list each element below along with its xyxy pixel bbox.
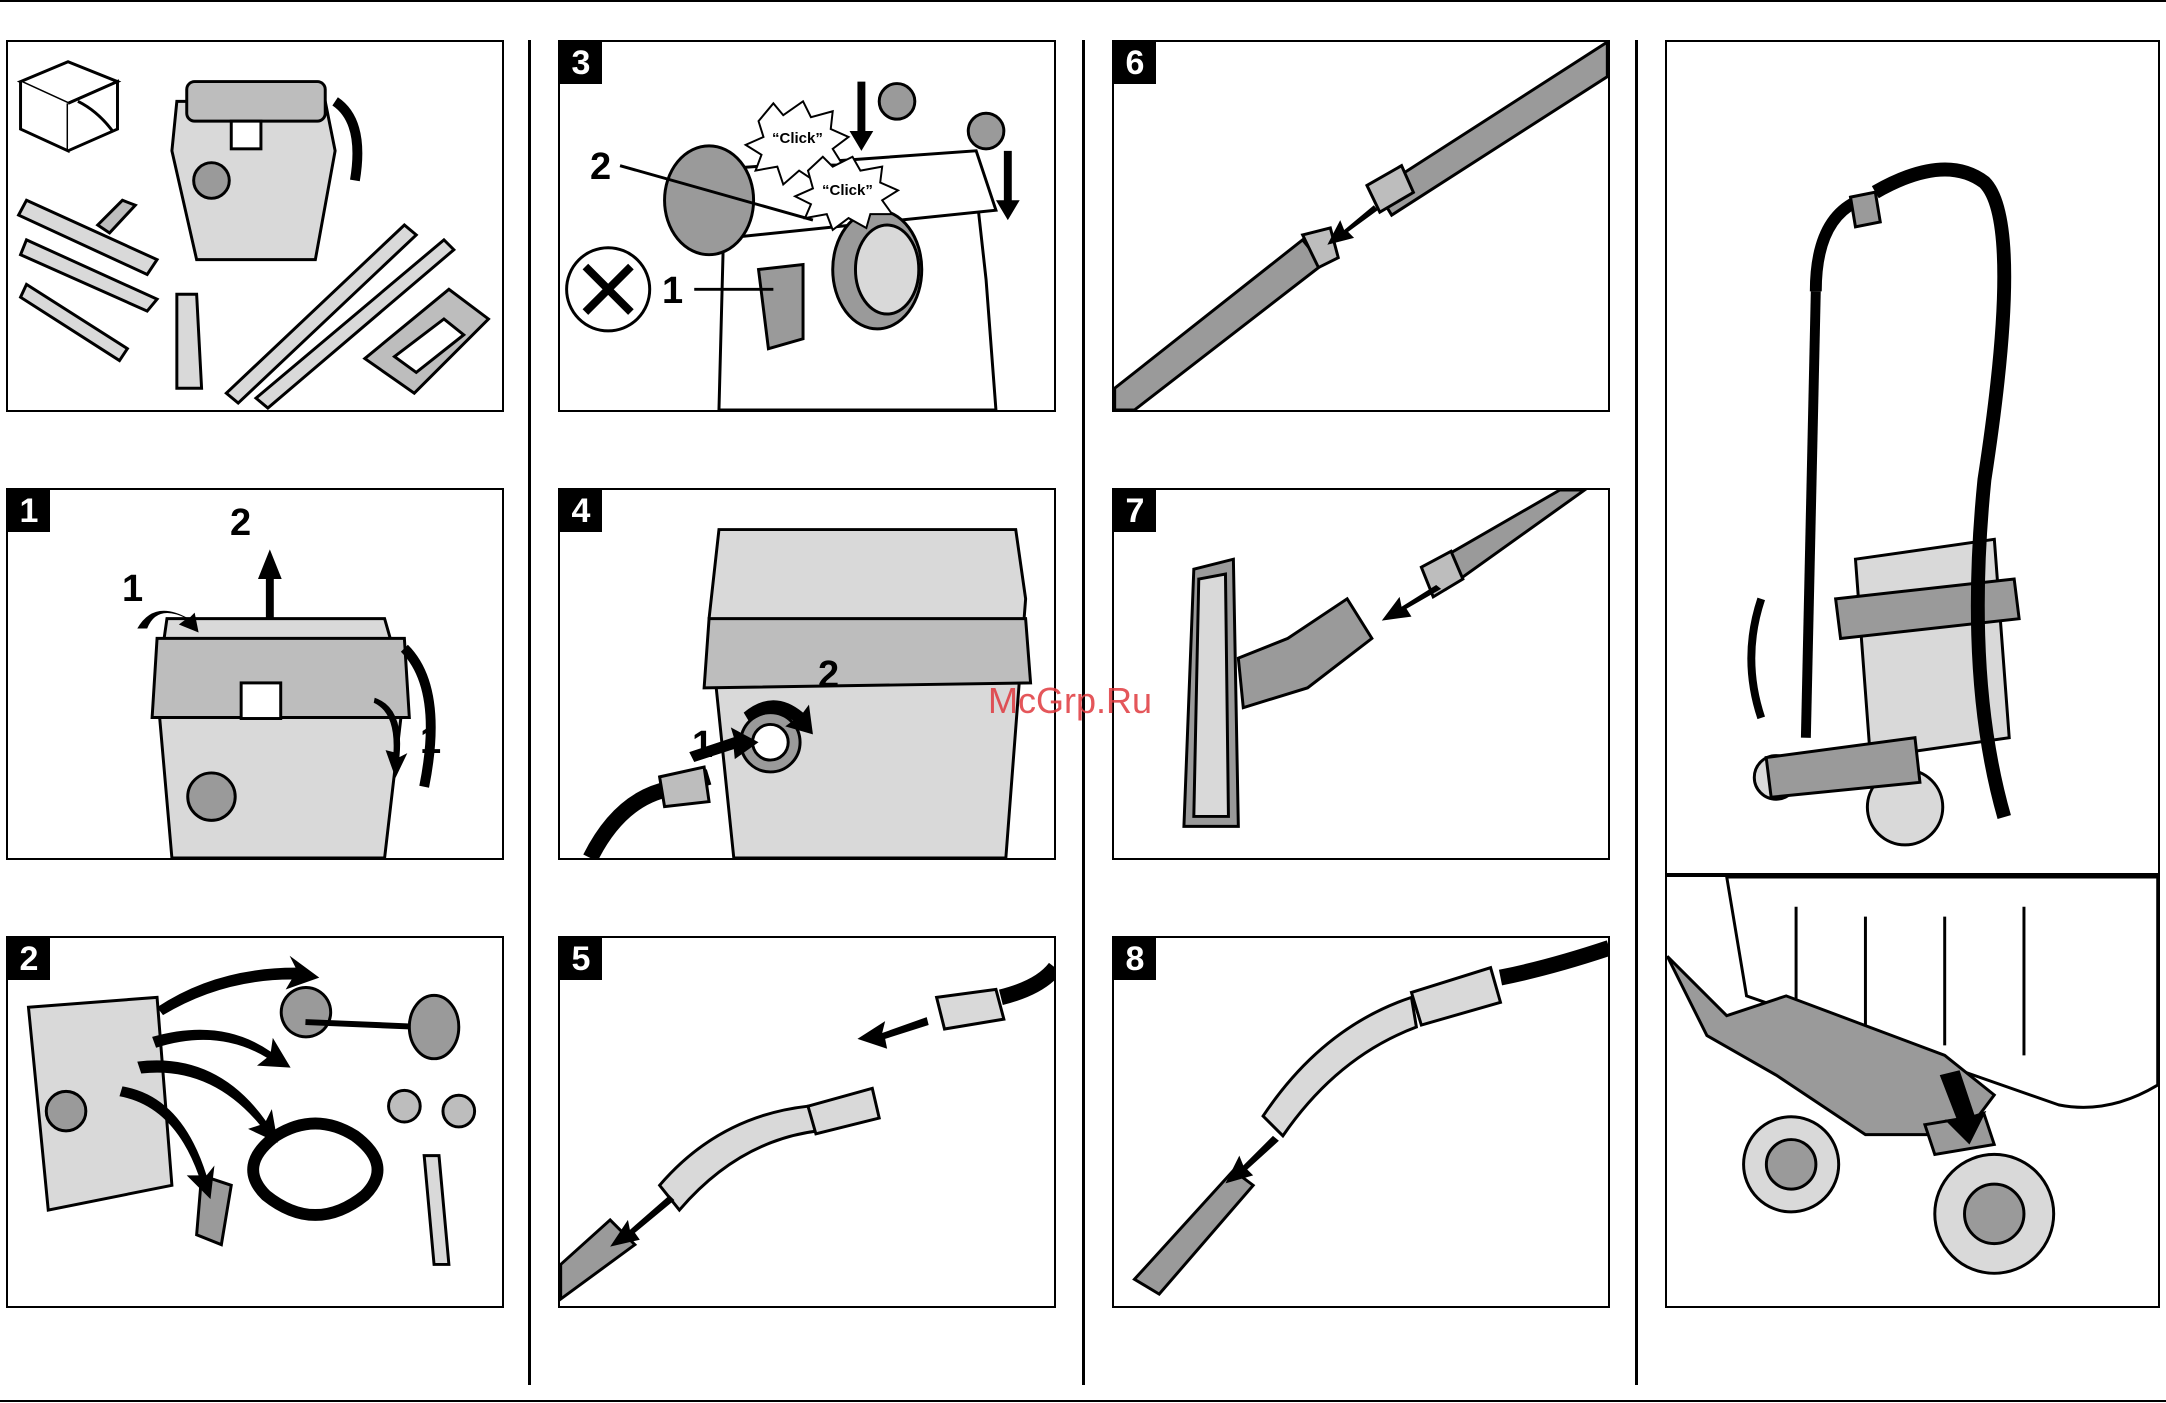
panel-step-6: 6: [1112, 40, 1610, 412]
panel-brake: [1665, 875, 2160, 1308]
step-number: 5: [560, 938, 602, 980]
floor-nozzle: [19, 200, 157, 360]
callout-1: 1: [420, 720, 441, 763]
step-2-illustration: [8, 938, 502, 1306]
top-rule: [0, 0, 2166, 2]
callout-2: 2: [230, 502, 251, 545]
contents-illustration: [8, 42, 502, 410]
panel-step-7: 7: [1112, 488, 1610, 860]
step-5-illustration: [560, 938, 1054, 1306]
bottom-rule: [0, 1400, 2166, 1402]
step-3-illustration: [560, 42, 1054, 410]
arrow-down-left-icon: [1382, 585, 1441, 621]
step-8-illustration: [1114, 938, 1608, 1306]
step-4-illustration: [560, 490, 1054, 858]
click-label: “Click”: [772, 130, 823, 147]
panel-step-5: 5: [558, 936, 1056, 1308]
step-number: 2: [8, 938, 50, 980]
assembled-illustration: [1667, 42, 2158, 873]
step-number: 4: [560, 490, 602, 532]
panel-step-1: 1 2 1 1: [6, 488, 504, 860]
column-divider: [528, 40, 531, 1385]
arrow-down-icon: [850, 82, 874, 151]
panel-contents: [6, 40, 504, 412]
step-number: 1: [8, 490, 50, 532]
step-number: 6: [1114, 42, 1156, 84]
arrow-down-left-icon: [1225, 1136, 1278, 1183]
arrow-left-icon: [610, 1195, 674, 1246]
panel-step-3: 3 “Click” “Click” 2 1: [558, 40, 1056, 412]
column-divider: [1635, 40, 1638, 1385]
brake-illustration: [1667, 877, 2158, 1306]
step-number: 7: [1114, 490, 1156, 532]
step-1-illustration: [8, 490, 502, 858]
callout-2: 2: [818, 654, 839, 697]
arrow-up-icon: [258, 549, 282, 618]
arrow-down-icon: [996, 151, 1020, 220]
vacuum-body: [172, 82, 357, 260]
panel-step-2: 2: [6, 936, 504, 1308]
step-6-illustration: [1114, 42, 1608, 410]
arrow-down-left-icon: [1327, 205, 1377, 245]
panel-assembled: [1665, 40, 2160, 875]
prohibited-icon: [567, 248, 650, 331]
panel-step-4: 4 2 1: [558, 488, 1056, 860]
step-7-illustration: [1114, 490, 1608, 858]
arrow-left-icon: [857, 1017, 928, 1049]
callout-1: 1: [692, 724, 713, 767]
click-label: “Click”: [822, 182, 873, 199]
step-number: 8: [1114, 938, 1156, 980]
callout-1: 1: [662, 270, 683, 313]
watermark: McGrp.Ru: [988, 680, 1152, 722]
panel-step-8: 8: [1112, 936, 1610, 1308]
callout-1: 1: [122, 568, 143, 611]
step-number: 3: [560, 42, 602, 84]
box-icon: [21, 62, 118, 151]
callout-2: 2: [590, 146, 611, 189]
crevice-nozzle: [177, 294, 202, 388]
